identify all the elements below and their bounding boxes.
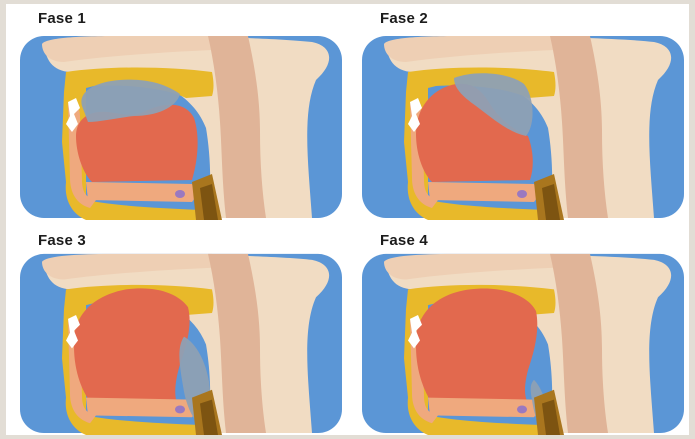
panel-title: Fase 4 [380,232,428,249]
hyoid-bone [175,190,185,198]
swallowing-illustration-phase-4 [358,250,688,435]
swallowing-illustration-phase-2 [358,32,688,220]
hyoid-bone [517,405,527,413]
swallowing-illustration-phase-1 [16,32,346,220]
panel-phase-1: Fase 1 [16,6,346,220]
panel-title: Fase 3 [38,232,86,249]
panel-phase-4: Fase 4 [358,226,688,435]
panel-phase-3: Fase 3 [16,226,346,435]
hyoid-bone [175,405,185,413]
swallowing-illustration-phase-3 [16,250,346,435]
panel-title: Fase 2 [380,10,428,27]
panel-title: Fase 1 [38,10,86,27]
panel-phase-2: Fase 2 [358,6,688,220]
figure-frame: Fase 1 Fase 2 Fase 3 Fase 4 [6,4,689,435]
hyoid-bone [517,190,527,198]
tongue [416,288,537,403]
tongue [74,288,190,401]
